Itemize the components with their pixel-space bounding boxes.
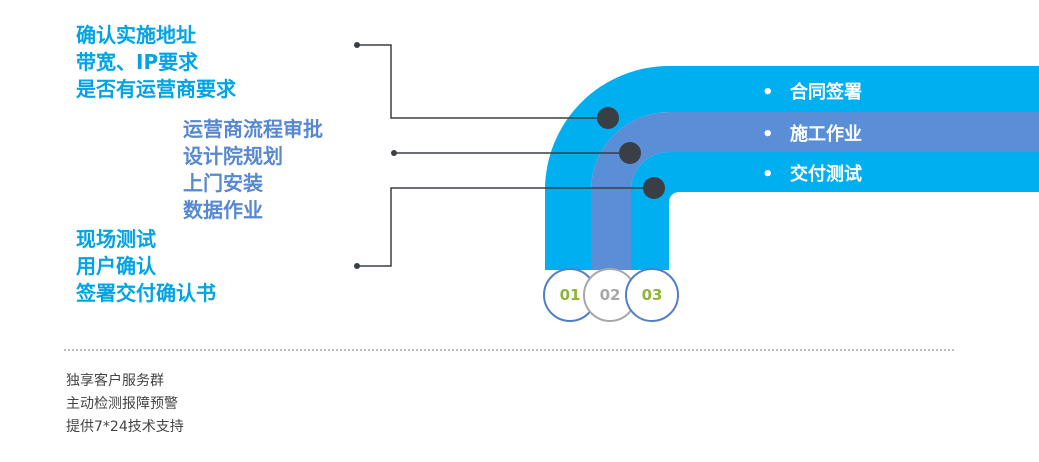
band-construction — [591, 112, 1039, 270]
group-delivery-line: 用户确认 — [76, 254, 156, 278]
band-label-delivery: • 交付测试 — [762, 160, 862, 186]
bullet-icon: • — [762, 124, 774, 145]
footer-line-service-group: 独享客户服务群 — [66, 373, 164, 389]
group-survey-line: 是否有运营商要求 — [76, 77, 236, 101]
group-survey-text: 确认实施地址 带宽、IP要求 是否有运营商要求 — [76, 22, 236, 103]
connector-line-3 — [357, 187, 654, 267]
bullet-icon: • — [762, 164, 774, 185]
band-label-text: 合同签署 — [790, 82, 862, 103]
band-label-contract: • 合同签署 — [762, 78, 862, 104]
group-construction-text: 运营商流程审批 设计院规划 上门安装 数据作业 — [183, 116, 323, 224]
group-survey-line: 确认实施地址 — [76, 23, 196, 47]
dotted-divider — [64, 349, 954, 351]
group-delivery-line: 现场测试 — [76, 227, 156, 251]
band-contract — [545, 66, 1039, 270]
step-circle-03: 03 — [625, 268, 679, 322]
group-delivery-text: 现场测试 用户确认 签署交付确认书 — [76, 226, 216, 307]
group-construction-line: 上门安装 — [183, 171, 263, 195]
group-construction-line: 数据作业 — [183, 198, 263, 222]
connector-endpoint-1 — [354, 42, 360, 48]
connector-line-1 — [357, 44, 608, 119]
group-survey-line: 带宽、IP要求 — [76, 50, 199, 74]
connector-endpoint-3 — [354, 263, 360, 269]
band-label-construction: • 施工作业 — [762, 120, 862, 146]
band-label-text: 交付测试 — [790, 164, 862, 185]
bullet-icon: • — [762, 82, 774, 103]
band-delivery — [631, 152, 1039, 270]
band-label-text: 施工作业 — [790, 124, 862, 145]
footer-line-monitoring: 主动检测报障预警 — [66, 396, 178, 412]
group-delivery-line: 签署交付确认书 — [76, 281, 216, 305]
connector-dot-1 — [597, 107, 619, 129]
group-construction-line: 运营商流程审批 — [183, 117, 323, 141]
connector-endpoint-2 — [391, 150, 397, 156]
footer-line-support: 提供7*24技术支持 — [66, 419, 184, 435]
group-construction-line: 设计院规划 — [183, 144, 283, 168]
connector-dot-3 — [643, 177, 665, 199]
connector-dot-2 — [619, 142, 641, 164]
